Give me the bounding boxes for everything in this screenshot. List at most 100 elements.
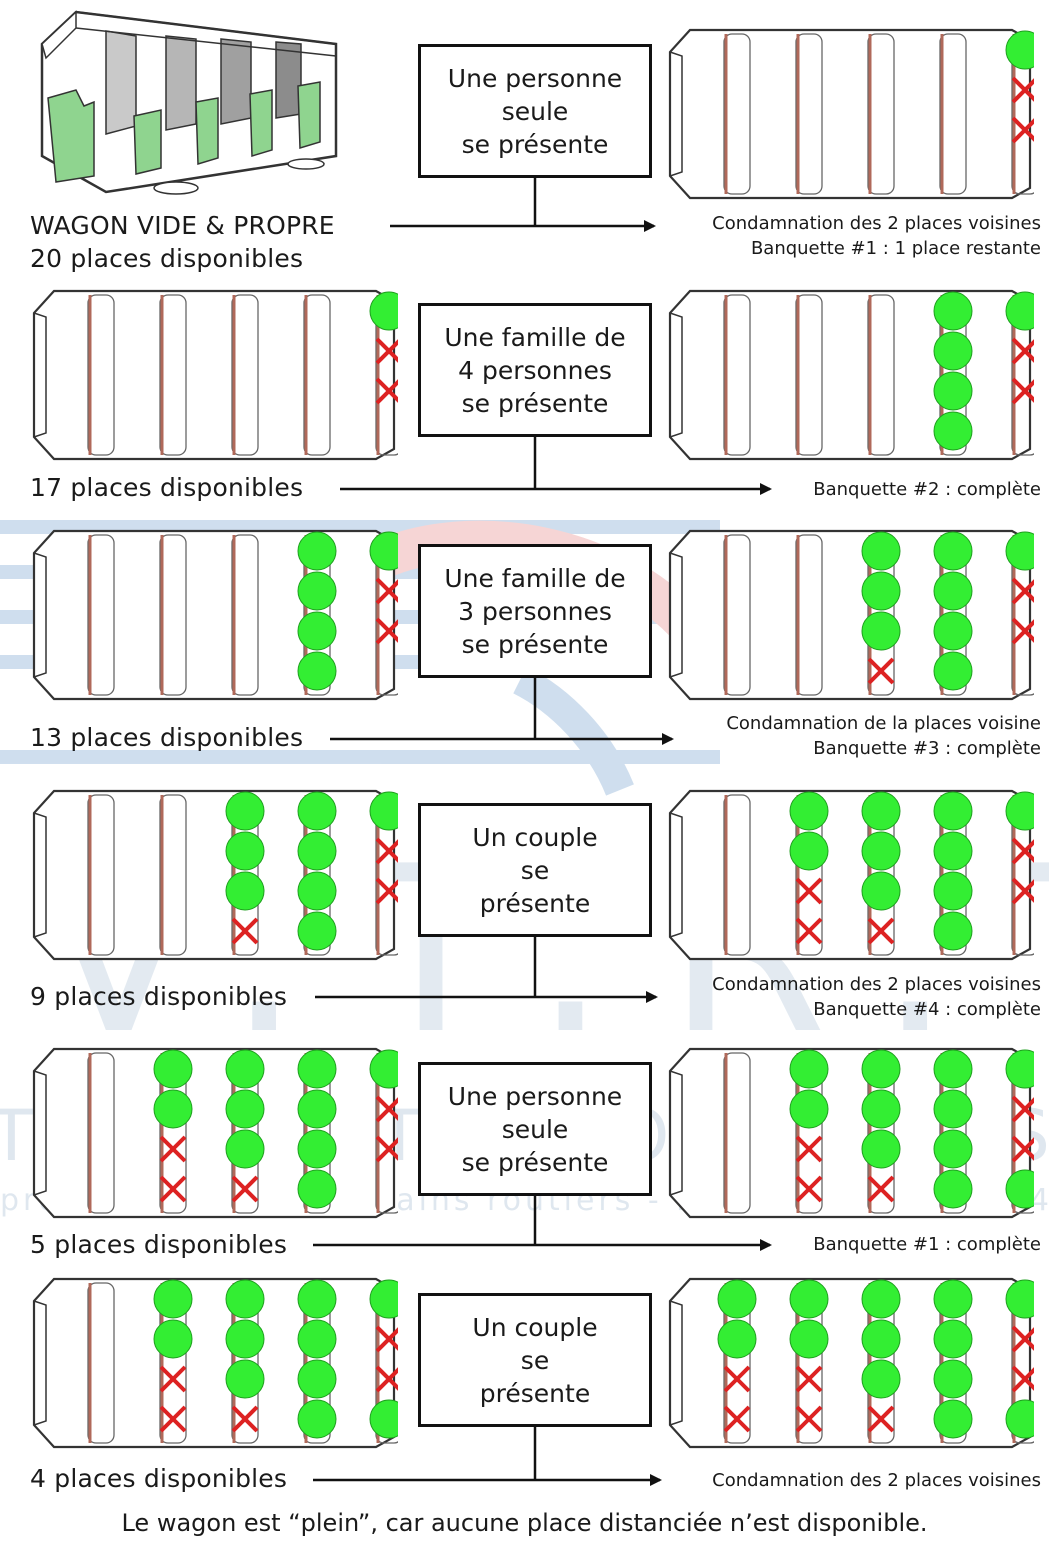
wagon-front: [669, 552, 683, 678]
bench-1: [87, 294, 115, 456]
seat-occupied: [225, 1279, 265, 1319]
seat-blocked-cross: [375, 617, 398, 645]
seat-occupied: [297, 1049, 337, 1089]
bench-1: [87, 1052, 115, 1214]
seat-occupied: [933, 371, 973, 411]
event-line: Une personne: [447, 1081, 623, 1111]
wagon-front: [33, 1300, 47, 1426]
result-line: Banquette #1 : complète: [813, 1234, 1041, 1255]
bench-3: [867, 294, 895, 456]
seat-occupied: [789, 791, 829, 831]
wagon-front: [669, 51, 683, 177]
event-line: seule: [501, 1114, 569, 1144]
bench-1: [723, 534, 751, 696]
seat-occupied: [297, 1089, 337, 1129]
seat-occupied: [933, 331, 973, 371]
seat-occupied: [369, 291, 398, 331]
seat-blocked-cross: [1011, 577, 1034, 605]
event-box-row-1: Une personne seule se présente: [418, 44, 652, 178]
seat-occupied: [933, 791, 973, 831]
wagon-row-2-before: [32, 289, 398, 461]
seat-occupied: [933, 291, 973, 331]
seat-occupied: [297, 1399, 337, 1439]
seat-occupied: [861, 1319, 901, 1359]
seat-blocked-cross: [375, 1365, 398, 1393]
seat-occupied: [861, 831, 901, 871]
seat-occupied: [933, 911, 973, 951]
seat-blocked-cross: [375, 1325, 398, 1353]
wagon-row-1-after: [668, 28, 1034, 200]
event-line: présente: [479, 1378, 591, 1408]
seat-blocked-cross: [231, 917, 259, 945]
seat-occupied: [933, 1319, 973, 1359]
result-row-2: Banquette #2 : complète: [813, 477, 1041, 502]
seat-occupied: [933, 611, 973, 651]
seat-occupied: [369, 1399, 398, 1439]
seat-occupied: [297, 871, 337, 911]
event-box-row-4: Un couple se présente: [418, 803, 652, 937]
seat-occupied: [369, 791, 398, 831]
wagon-row-6-after: [668, 1277, 1034, 1449]
event-line: Une famille de: [444, 563, 626, 593]
seat-occupied: [933, 1169, 973, 1209]
seat-occupied: [225, 1089, 265, 1129]
seat-blocked-cross: [723, 1365, 751, 1393]
wagon-front: [33, 552, 47, 678]
available-count-row-4: 9 places disponibles: [30, 982, 288, 1011]
seat-occupied: [297, 911, 337, 951]
wagon-row-5-before: [32, 1047, 398, 1219]
bench-2: [795, 534, 823, 696]
seat-occupied: [153, 1049, 193, 1089]
seat-blocked-cross: [1011, 337, 1034, 365]
bench-1: [723, 33, 751, 195]
seat-occupied: [225, 1049, 265, 1089]
bench-1: [87, 1282, 115, 1444]
result-line: Condamnation de la places voisine: [726, 713, 1041, 734]
event-box-row-5: Une personne seule se présente: [418, 1062, 652, 1196]
seat-occupied: [1005, 531, 1034, 571]
seat-occupied: [369, 1279, 398, 1319]
bench-2: [159, 294, 187, 456]
seat-occupied: [933, 651, 973, 691]
bench-3: [231, 294, 259, 456]
seat-blocked-cross: [723, 1405, 751, 1433]
seat-occupied: [933, 831, 973, 871]
seat-occupied: [717, 1279, 757, 1319]
seat-occupied: [225, 1319, 265, 1359]
wagon-row-5-after: [668, 1047, 1034, 1219]
bench-2: [159, 534, 187, 696]
seat-occupied: [225, 791, 265, 831]
event-line: Un couple: [472, 822, 598, 852]
seat-blocked-cross: [159, 1175, 187, 1203]
event-line: Un couple: [472, 1312, 598, 1342]
seat-occupied: [789, 1089, 829, 1129]
seat-occupied: [297, 791, 337, 831]
wagon-row-2-after: [668, 289, 1034, 461]
seat-occupied: [933, 571, 973, 611]
seat-blocked-cross: [231, 1175, 259, 1203]
seat-blocked-cross: [795, 1365, 823, 1393]
result-row-5: Banquette #1 : complète: [813, 1232, 1041, 1257]
seat-occupied: [1005, 291, 1034, 331]
seat-occupied: [933, 1129, 973, 1169]
seat-occupied: [225, 1129, 265, 1169]
seat-blocked-cross: [1011, 1095, 1034, 1123]
seat-occupied: [297, 1319, 337, 1359]
seat-blocked-cross: [1011, 116, 1034, 144]
seat-occupied: [789, 1049, 829, 1089]
seat-occupied: [225, 871, 265, 911]
seat-occupied: [789, 1279, 829, 1319]
seat-blocked-cross: [375, 377, 398, 405]
seat-blocked-cross: [795, 1135, 823, 1163]
seat-occupied: [1005, 1399, 1034, 1439]
intro-title: WAGON VIDE & PROPRE: [30, 211, 335, 240]
seat-occupied: [225, 1359, 265, 1399]
wagon-front: [669, 1300, 683, 1426]
event-line: 3 personnes: [458, 596, 612, 626]
seat-occupied: [369, 1049, 398, 1089]
event-line: se: [520, 855, 550, 885]
seat-blocked-cross: [1011, 1325, 1034, 1353]
event-box-row-6: Un couple se présente: [418, 1293, 652, 1427]
seat-blocked-cross: [1011, 837, 1034, 865]
